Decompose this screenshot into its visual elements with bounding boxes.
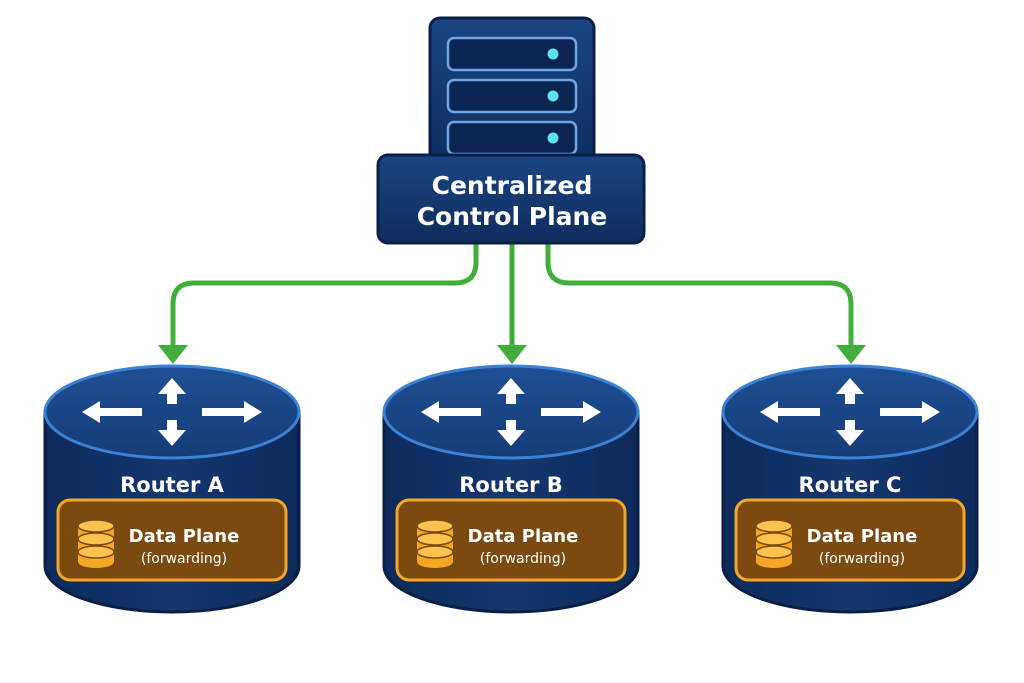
data-plane-label: Data Plane bbox=[807, 526, 918, 547]
centralized-control-plane: Centralized Control Plane bbox=[376, 16, 646, 245]
data-plane-sublabel: (forwarding) bbox=[480, 551, 566, 567]
server-slot bbox=[446, 120, 578, 156]
router-name: Router A bbox=[120, 473, 224, 497]
arrowhead-c bbox=[836, 345, 866, 364]
data-plane-label: Data Plane bbox=[468, 526, 579, 547]
indicator-light-icon bbox=[547, 48, 559, 60]
data-plane-label: Data Plane bbox=[129, 526, 240, 547]
database-stack-icon bbox=[416, 519, 454, 568]
router-top bbox=[43, 364, 301, 460]
router-top bbox=[382, 364, 640, 460]
server-slots bbox=[446, 36, 578, 156]
arrowhead-b bbox=[497, 345, 527, 364]
indicator-light-icon bbox=[547, 90, 559, 102]
router-arrows-icon bbox=[421, 378, 601, 446]
data-plane-sublabel: (forwarding) bbox=[819, 551, 905, 567]
data-plane-box: Data Plane (forwarding) bbox=[734, 498, 966, 582]
router-top bbox=[721, 364, 979, 460]
data-plane-sublabel: (forwarding) bbox=[141, 551, 227, 567]
indicator-light-icon bbox=[547, 132, 559, 144]
controller-title-line2: Control Plane bbox=[417, 202, 608, 231]
data-plane-box: Data Plane (forwarding) bbox=[56, 498, 288, 582]
router-c: Router C Data Plane (forwarding) bbox=[700, 364, 1000, 614]
controller-title-line1: Centralized bbox=[432, 171, 593, 200]
server-slot bbox=[446, 78, 578, 114]
router-arrows-icon bbox=[760, 378, 940, 446]
router-name: Router B bbox=[459, 473, 563, 497]
database-stack-icon bbox=[77, 519, 115, 568]
router-b: Router B Data Plane (forwarding) bbox=[361, 364, 661, 614]
server-slot bbox=[446, 36, 578, 72]
router-a: Router A Data Plane (forwarding) bbox=[22, 364, 322, 614]
connection-arrows bbox=[158, 242, 866, 364]
controller-label-box bbox=[376, 153, 646, 245]
data-plane-box: Data Plane (forwarding) bbox=[395, 498, 627, 582]
connection-arrow-c bbox=[545, 242, 854, 351]
database-stack-icon bbox=[755, 519, 793, 568]
arrowhead-a bbox=[158, 345, 188, 364]
router-name: Router C bbox=[799, 473, 902, 497]
router-arrows-icon bbox=[82, 378, 262, 446]
connection-arrow-a bbox=[170, 242, 479, 351]
